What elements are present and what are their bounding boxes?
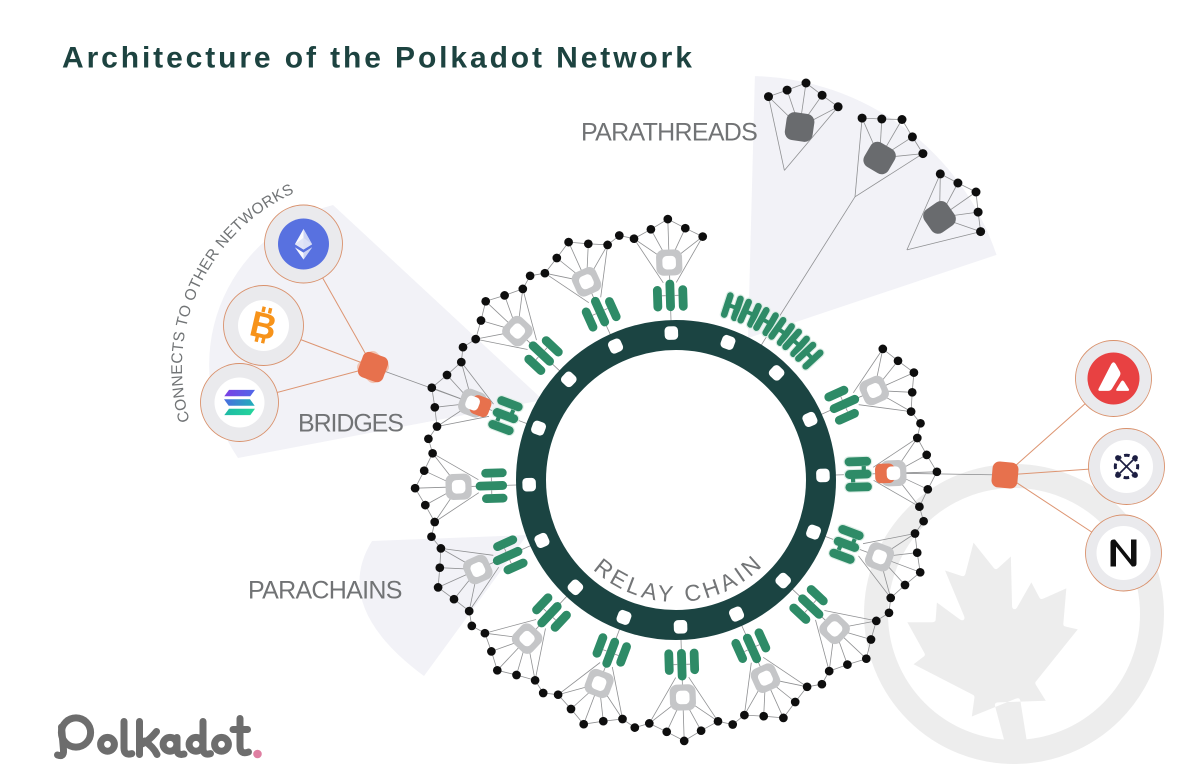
svg-text:PARATHREADS: PARATHREADS [581, 119, 757, 147]
svg-text:Architecture of the Polkadot N: Architecture of the Polkadot Network [62, 42, 695, 75]
svg-text:BRIDGES: BRIDGES [298, 410, 403, 438]
svg-text:PARACHAINS: PARACHAINS [248, 577, 402, 605]
